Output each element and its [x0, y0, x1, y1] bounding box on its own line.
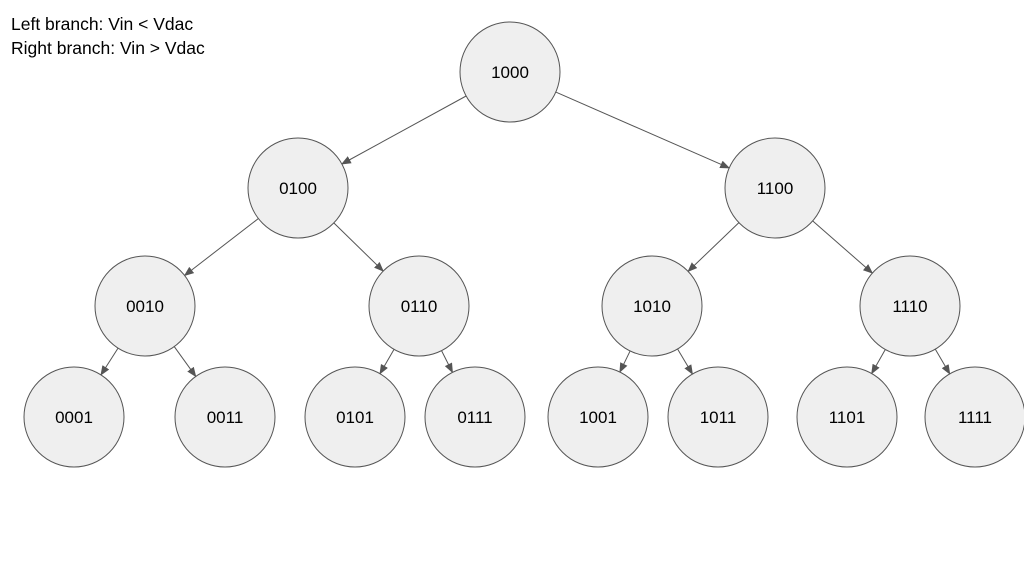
tree-node-1111: 1111: [924, 366, 1024, 468]
tree-node-1001: 1001: [547, 366, 649, 468]
legend-right-branch: Right branch: Vin > Vdac: [11, 38, 205, 58]
node-circle-0110: [368, 255, 470, 357]
tree-nodes: 1000 0100 0010 0001 0011 0110 0101 0111 1100 1010…: [23, 21, 1024, 468]
edge-0100-to-0110: [333, 222, 384, 272]
edge-0010-to-0011: [173, 346, 197, 378]
node-label-0011: 0011: [207, 408, 244, 427]
node-circle-1111: [924, 366, 1024, 468]
node-label-0110: 0110: [401, 297, 438, 316]
tree-node-0001: 0001: [23, 366, 125, 468]
edge-0100-to-0010: [183, 218, 259, 277]
tree-node-0010: 0010: [94, 255, 196, 357]
edge-1010-to-1011: [677, 348, 693, 375]
node-circle-0010: [94, 255, 196, 357]
tree-node-0101: 0101: [304, 366, 406, 468]
edge-1110-to-1101: [871, 349, 886, 375]
edge-0110-to-0101: [379, 349, 395, 375]
edge-1010-to-1001: [619, 350, 631, 373]
node-circle-0101: [304, 366, 406, 468]
node-label-1000: 1000: [491, 63, 529, 82]
node-circle-1000: [459, 21, 561, 123]
node-circle-1101: [796, 366, 898, 468]
node-label-1010: 1010: [633, 297, 671, 316]
tree-node-0100: 0100: [247, 137, 349, 239]
tree-node-1010: 1010: [601, 255, 703, 357]
node-label-0010: 0010: [126, 297, 164, 316]
tree-node-1101: 1101: [796, 366, 898, 468]
branch-legend: Left branch: Vin < Vdac Right branch: Vi…: [11, 12, 205, 60]
node-label-1100: 1100: [757, 179, 794, 198]
node-circle-0011: [174, 366, 276, 468]
node-label-1101: 1101: [829, 408, 866, 427]
tree-edges: [100, 91, 951, 378]
node-label-0001: 0001: [55, 408, 93, 427]
tree-node-1011: 1011: [667, 366, 769, 468]
edge-1000-to-1100: [555, 91, 731, 169]
edge-1100-to-1010: [687, 222, 740, 273]
node-label-1001: 1001: [579, 408, 617, 427]
node-label-0111: 0111: [457, 408, 492, 427]
node-circle-0100: [247, 137, 349, 239]
node-circle-1011: [667, 366, 769, 468]
node-label-1110: 1110: [892, 297, 927, 316]
tree-node-1110: 1110: [859, 255, 961, 357]
edge-0110-to-0111: [441, 350, 453, 374]
node-label-0100: 0100: [279, 179, 317, 198]
node-circle-1110: [859, 255, 961, 357]
tree-node-0111: 0111: [424, 366, 526, 468]
edge-0010-to-0001: [100, 347, 119, 376]
node-circle-0111: [424, 366, 526, 468]
node-circle-0001: [23, 366, 125, 468]
tree-node-1100: 1100: [724, 137, 826, 239]
node-circle-1010: [601, 255, 703, 357]
edge-1110-to-1111: [934, 348, 951, 375]
node-label-1011: 1011: [700, 408, 737, 427]
node-label-1111: 1111: [958, 408, 992, 427]
node-circle-1100: [724, 137, 826, 239]
node-circle-1001: [547, 366, 649, 468]
tree-node-0110: 0110: [368, 255, 470, 357]
tree-node-0011: 0011: [174, 366, 276, 468]
tree-node-1000: 1000: [459, 21, 561, 123]
node-label-0101: 0101: [336, 408, 374, 427]
legend-left-branch: Left branch: Vin < Vdac: [11, 14, 194, 34]
edge-1000-to-0100: [340, 95, 467, 165]
edge-1100-to-1110: [812, 220, 874, 274]
